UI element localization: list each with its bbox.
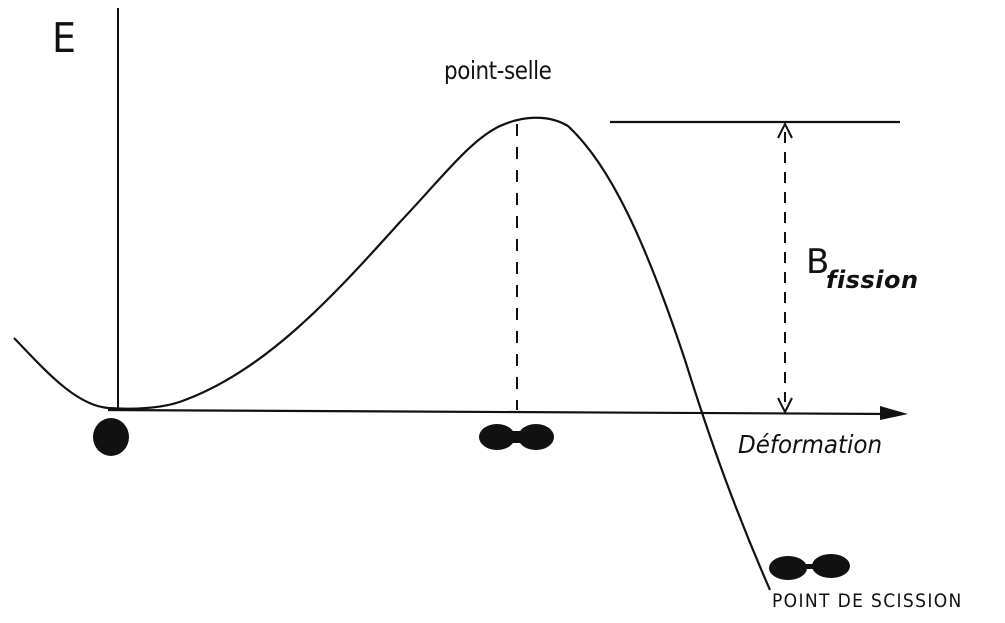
barrier-label-subscript: fission <box>826 266 919 294</box>
potential-energy-curve <box>14 118 770 590</box>
deformation-axis <box>108 410 895 414</box>
saddle-point-label: point-selle <box>444 56 551 85</box>
scission-point-label: POINT DE SCISSION <box>772 590 963 612</box>
deformation-axis-arrowhead <box>880 406 908 420</box>
energy-axis-label: E <box>52 14 76 62</box>
saddle-nucleus-icon <box>479 424 554 450</box>
deformation-axis-label: Déformation <box>738 430 882 459</box>
spherical-nucleus-icon <box>93 418 129 456</box>
scission-nucleus-icon <box>769 554 850 580</box>
